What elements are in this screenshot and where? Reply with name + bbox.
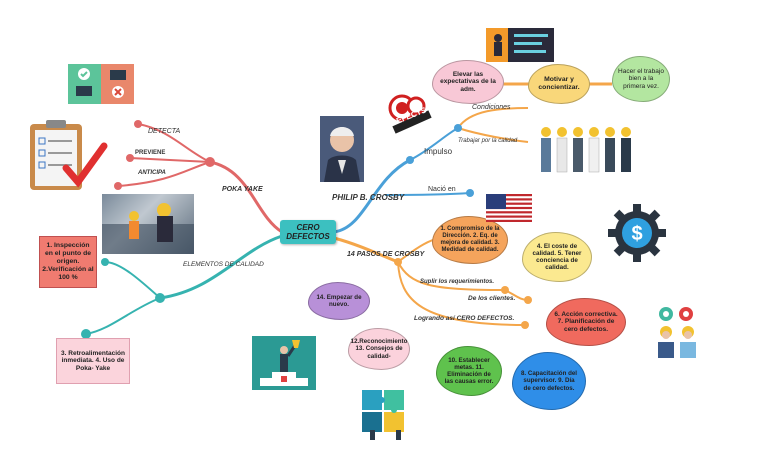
inspeccion-dot <box>101 258 109 266</box>
factory-worker-photo <box>102 194 194 254</box>
branch-condiciones-line <box>457 107 529 129</box>
node-elevar[interactable]: Elevar las expectativas de la adm. <box>432 60 504 104</box>
label-poka-yoke: POKA YAKE <box>222 186 263 193</box>
node-paso8[interactable]: 8. Capacitación del supervisor. 9. Día d… <box>512 352 586 410</box>
label-condiciones: Condiciones <box>472 104 511 111</box>
node-retro[interactable]: 3. Retroalimentación inmediata. 4. Uso d… <box>56 338 130 384</box>
node-paso14[interactable]: 14. Empezar de nuevo. <box>308 282 370 320</box>
branch-pasos-line <box>333 236 399 264</box>
branch-previene-line <box>129 157 211 163</box>
paso14-text: 14. Empezar de nuevo. <box>316 293 362 308</box>
label-logrando: Logrando así CERO DEFECTOS. <box>414 315 515 322</box>
label-detecta: DETECTA <box>148 128 181 135</box>
node-inspeccion[interactable]: 1. Inspección en el punto de origen. 2.V… <box>39 236 97 288</box>
suplir-dot <box>501 286 509 294</box>
label-elementos: ELEMENTOS DE CALIDAD <box>183 261 264 268</box>
branch-crosby-line <box>333 158 411 234</box>
svg-text:$: $ <box>631 223 642 245</box>
dollar-gear-icon: $ <box>606 202 668 264</box>
label-crosby: PHILIP B. CROSBY <box>332 193 405 202</box>
paso1-text: 1. Compromiso de la Dirección. 2. Eq. de… <box>440 226 500 253</box>
retro-dot <box>81 329 91 339</box>
node-motivar[interactable]: Motivar y concientizar. <box>528 64 590 104</box>
node-hacer[interactable]: Hacer el trabajo bien a la primera vez. <box>612 56 670 102</box>
impulso-dot <box>454 124 462 132</box>
branch-anticipa-line <box>117 161 211 187</box>
label-impulso: Impulso <box>424 147 453 156</box>
nacio-dot <box>466 189 474 197</box>
label-nacio: Nació en <box>428 186 456 193</box>
paso6-text: 6. Acción correctiva. 7. Planificación d… <box>554 310 618 333</box>
motivar-text: Motivar y concientizar. <box>538 76 580 91</box>
node-paso1[interactable]: 1. Compromiso de la Dirección. 2. Eq. de… <box>432 216 508 264</box>
crosby-portrait <box>320 116 364 182</box>
label-trabajar: Trabajar por la calidad <box>458 138 518 144</box>
center-node[interactable]: CERO DEFECTOS <box>280 220 336 244</box>
hacer-text: Hacer el trabajo bien a la primera vez. <box>618 67 664 90</box>
label-previene: PREVIENE <box>135 150 166 156</box>
inspeccion-text: 1. Inspección en el punto de origen. 2.V… <box>42 242 94 281</box>
node-paso12[interactable]: 12.Reconocimiento 13. Consejos de calida… <box>348 328 410 370</box>
crosby-dot <box>406 156 414 164</box>
poka-yoke-dot <box>205 157 215 167</box>
branch-elementos-line <box>159 234 283 300</box>
elementos-dot <box>155 293 165 303</box>
label-anticipa: ANTICIPA <box>138 170 166 176</box>
paso12-text: 12.Reconocimiento 13. Consejos de calida… <box>350 338 408 360</box>
branch-inspeccion-line <box>104 261 161 299</box>
branch-detecta-line <box>137 123 211 163</box>
workers-group-icon <box>536 122 642 174</box>
branch-nacio-line <box>384 192 471 196</box>
clientes-dot <box>524 296 532 304</box>
podium-winner-icon <box>252 336 316 390</box>
branch-trabajar-line <box>457 127 529 143</box>
usa-flag-icon <box>486 194 532 222</box>
branch-retro-line <box>85 297 161 335</box>
node-paso6[interactable]: 6. Acción correctiva. 7. Planificación d… <box>546 298 626 346</box>
elevar-text: Elevar las expectativas de la adm. <box>440 70 496 93</box>
paso10-text: 10. Establecer metas. 11. Eliminación de… <box>444 356 494 386</box>
label-clientes: De los clientes. <box>468 295 516 302</box>
thumbs-up-down-icon <box>68 64 134 104</box>
defects-logo: DEFECTS <box>386 92 434 134</box>
branch-suplir-line <box>397 261 506 291</box>
branch-poka-yoke-line <box>209 160 283 234</box>
retro-text: 3. Retroalimentación inmediata. 4. Uso d… <box>61 349 125 372</box>
branch-logrando-line <box>397 261 526 326</box>
engineers-gears-icon <box>652 304 704 360</box>
puzzle-team-icon <box>356 386 418 440</box>
center-label: CERO DEFECTOS <box>286 222 330 241</box>
detecta-dot <box>134 120 142 128</box>
paso4-text: 4. El coste de calidad. 5. Tener concien… <box>532 242 582 272</box>
clipboard-checklist-icon <box>26 118 110 194</box>
pasos-dot <box>394 258 402 266</box>
label-suplir: Suplir los requerimientos. <box>420 279 495 285</box>
label-pasos: 14 PASOS DE CROSBY <box>347 251 425 258</box>
node-paso10[interactable]: 10. Establecer metas. 11. Eliminación de… <box>436 346 502 396</box>
presentation-banner-icon <box>486 28 554 62</box>
anticipa-dot <box>114 182 122 190</box>
paso8-text: 8. Capacitación del supervisor. 9. Día d… <box>520 370 578 392</box>
previene-dot <box>126 154 134 162</box>
logrando-dot <box>521 321 529 329</box>
node-paso4[interactable]: 4. El coste de calidad. 5. Tener concien… <box>522 232 592 282</box>
